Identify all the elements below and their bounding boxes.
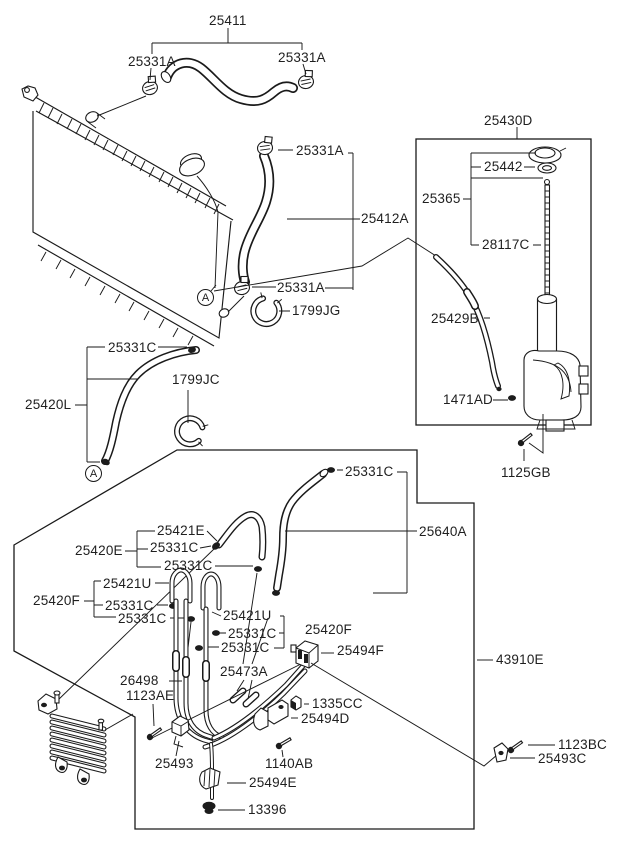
hose-clamp-25331c-9: [195, 645, 203, 651]
radiator: [21, 85, 245, 347]
clip-1335cc: [290, 695, 309, 711]
reservoir-hose-25420l: [101, 346, 200, 465]
part-label-25493c: 25493C: [538, 751, 587, 766]
part-label-25331c-5: 25331C: [105, 598, 154, 613]
bolt-1125gb: [515, 414, 544, 461]
part-label-25640a: 25640A: [419, 524, 467, 539]
hose-clamp-25331a-2: [295, 68, 317, 91]
radiator-filler-neck: [179, 153, 205, 177]
part-label-1140ab: 1140AB: [265, 756, 314, 771]
hose-clamp-25331c-5: [254, 566, 262, 572]
part-label-1799jc: 1799JC: [172, 372, 220, 387]
oil-cooler-tubes: [172, 598, 308, 800]
part-label-25331a-1: 25331A: [128, 54, 176, 69]
part-label-25420e: 25420E: [75, 543, 123, 558]
spring-clamp-1799jg: [250, 292, 284, 328]
hose-clamp-25331c-8: [212, 630, 220, 636]
connection-marker-a-2: A: [85, 465, 102, 482]
clip-1471ad: [508, 395, 516, 401]
part-label-25421e: 25421E: [157, 523, 205, 538]
part-label-25331c-3: 25331C: [150, 540, 199, 555]
callout-lines-reservoir: [463, 152, 543, 401]
part-label-25493: 25493: [155, 756, 194, 771]
routing-line-to-reservoir: [213, 237, 437, 292]
callout-lines-25420l: [75, 346, 189, 463]
connector-25494f: [290, 640, 334, 669]
part-label-25420l: 25420L: [25, 397, 72, 412]
part-label-25494e: 25494E: [249, 775, 297, 790]
hose-25640a: [273, 468, 329, 592]
u-tube-25421u-left: [169, 567, 193, 604]
routing-line-25493c: [310, 662, 498, 767]
part-label-13396: 13396: [248, 802, 287, 817]
part-label-25331a-2: 25331A: [278, 50, 326, 65]
part-label-28117c: 28117C: [482, 237, 530, 252]
part-label-1125gb: 1125GB: [501, 465, 551, 480]
part-label-1471ad: 1471AD: [443, 392, 493, 407]
part-label-25442: 25442: [484, 159, 523, 174]
oil-cooler: [37, 690, 134, 785]
part-label-43910e: 43910E: [496, 652, 544, 667]
level-rod-28117c: [543, 178, 551, 297]
u-tube-25421u-right: [200, 571, 222, 611]
callout-lines-25412a: [252, 149, 360, 312]
reservoir-vent-hose-25429b: [433, 254, 502, 392]
part-label-25331c-8: 25331C: [221, 640, 270, 655]
upper-radiator-hose: [160, 57, 298, 106]
part-label-25429b: 25429B: [431, 311, 479, 326]
callout-lines-25420e-group: [125, 530, 253, 568]
part-label-25421u-1: 25421U: [103, 576, 152, 591]
callout-lines-25411: [96, 28, 307, 117]
part-label-25421u-2: 25421U: [223, 608, 272, 623]
hose-clamp-25331a-3: [255, 134, 275, 157]
reservoir-assembly-box: [415, 127, 592, 432]
connection-marker-a-1: A: [197, 289, 214, 306]
part-label-26498: 26498: [120, 673, 159, 688]
spring-clamp-1799jc: [174, 415, 209, 448]
radiator-inlet-port: [85, 111, 106, 129]
clamp-25494e: [199, 767, 246, 790]
callout-lines-25640a: [285, 469, 417, 594]
clamp-25493: [171, 715, 190, 757]
callout-lines-25420f-group: [84, 580, 192, 649]
part-label-25430d: 25430D: [484, 113, 533, 128]
lower-radiator-hose: [237, 151, 275, 287]
part-label-25331c-4: 25331C: [164, 558, 213, 573]
part-label-25331a-4: 25331A: [277, 280, 325, 295]
cap-gasket-25442: [537, 162, 557, 174]
hose-25421e: [212, 511, 267, 561]
part-label-25365: 25365: [422, 191, 461, 206]
bolt-1123ae: [144, 703, 164, 743]
part-label-25494f: 25494F: [337, 643, 384, 658]
part-label-1123bc: 1123BC: [558, 737, 607, 752]
part-label-25331c-2: 25331C: [345, 464, 394, 479]
part-label-25411: 25411: [209, 13, 247, 28]
bracket-25494d: [253, 699, 298, 731]
reservoir-tank: [523, 293, 589, 432]
part-label-1799jg: 1799JG: [292, 303, 341, 318]
part-label-25331c-6: 25331C: [118, 611, 167, 626]
hose-clamp-25331c-4: [272, 590, 280, 596]
bracket-25493c: [493, 739, 555, 763]
callout-lines-tubes: [169, 572, 269, 700]
grommet-13396: [202, 801, 245, 814]
hose-clamp-25331c-3: [327, 467, 335, 473]
part-label-25420f-1: 25420F: [33, 593, 80, 608]
part-label-25473a: 25473A: [220, 664, 268, 679]
part-label-25412a: 25412A: [361, 211, 409, 226]
bolt-1140ab: [274, 736, 293, 758]
part-label-25331c-7: 25331C: [228, 626, 277, 641]
part-label-25331c-1: 25331C: [108, 340, 157, 355]
reservoir-cap: [528, 146, 567, 164]
part-label-25420f-2: 25420F: [305, 622, 352, 637]
part-label-25331a-3: 25331A: [296, 143, 344, 158]
part-label-1123ae: 1123AE: [126, 688, 175, 703]
part-label-1335cc: 1335CC: [312, 696, 363, 711]
part-label-25494d: 25494D: [301, 711, 350, 726]
